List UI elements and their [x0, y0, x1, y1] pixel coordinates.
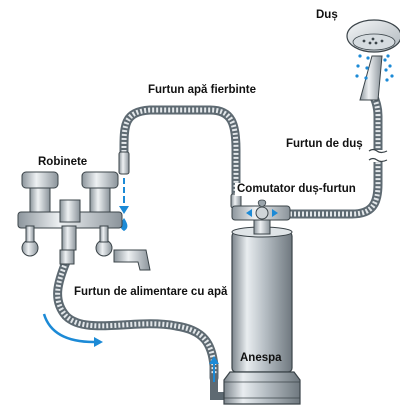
filter-cartridge: [223, 226, 301, 405]
supply-flow-arrow: [42, 313, 103, 347]
inlet-flow-arrow: [209, 356, 219, 382]
shower-label: Duș: [316, 9, 338, 21]
hot-water-flow-arrow: [119, 178, 129, 231]
faucet-assembly: [17, 171, 151, 271]
supply-hose-label: Furtun de alimentare cu apă: [74, 286, 228, 298]
faucets-label: Robinete: [38, 156, 88, 168]
diverter-switch-label: Comutator duș-furtun: [235, 183, 358, 196]
shower-hose-label: Furtun de duș: [286, 138, 363, 150]
diverter-switch: [231, 199, 291, 235]
hot-water-hose-label: Furtun apă fierbinte: [148, 84, 256, 96]
hot-water-hose: [118, 105, 242, 209]
shower-head: [346, 19, 400, 101]
supply-hose: [53, 257, 236, 400]
filter-label: Anespa: [240, 352, 282, 364]
shower-spray: [355, 54, 394, 82]
